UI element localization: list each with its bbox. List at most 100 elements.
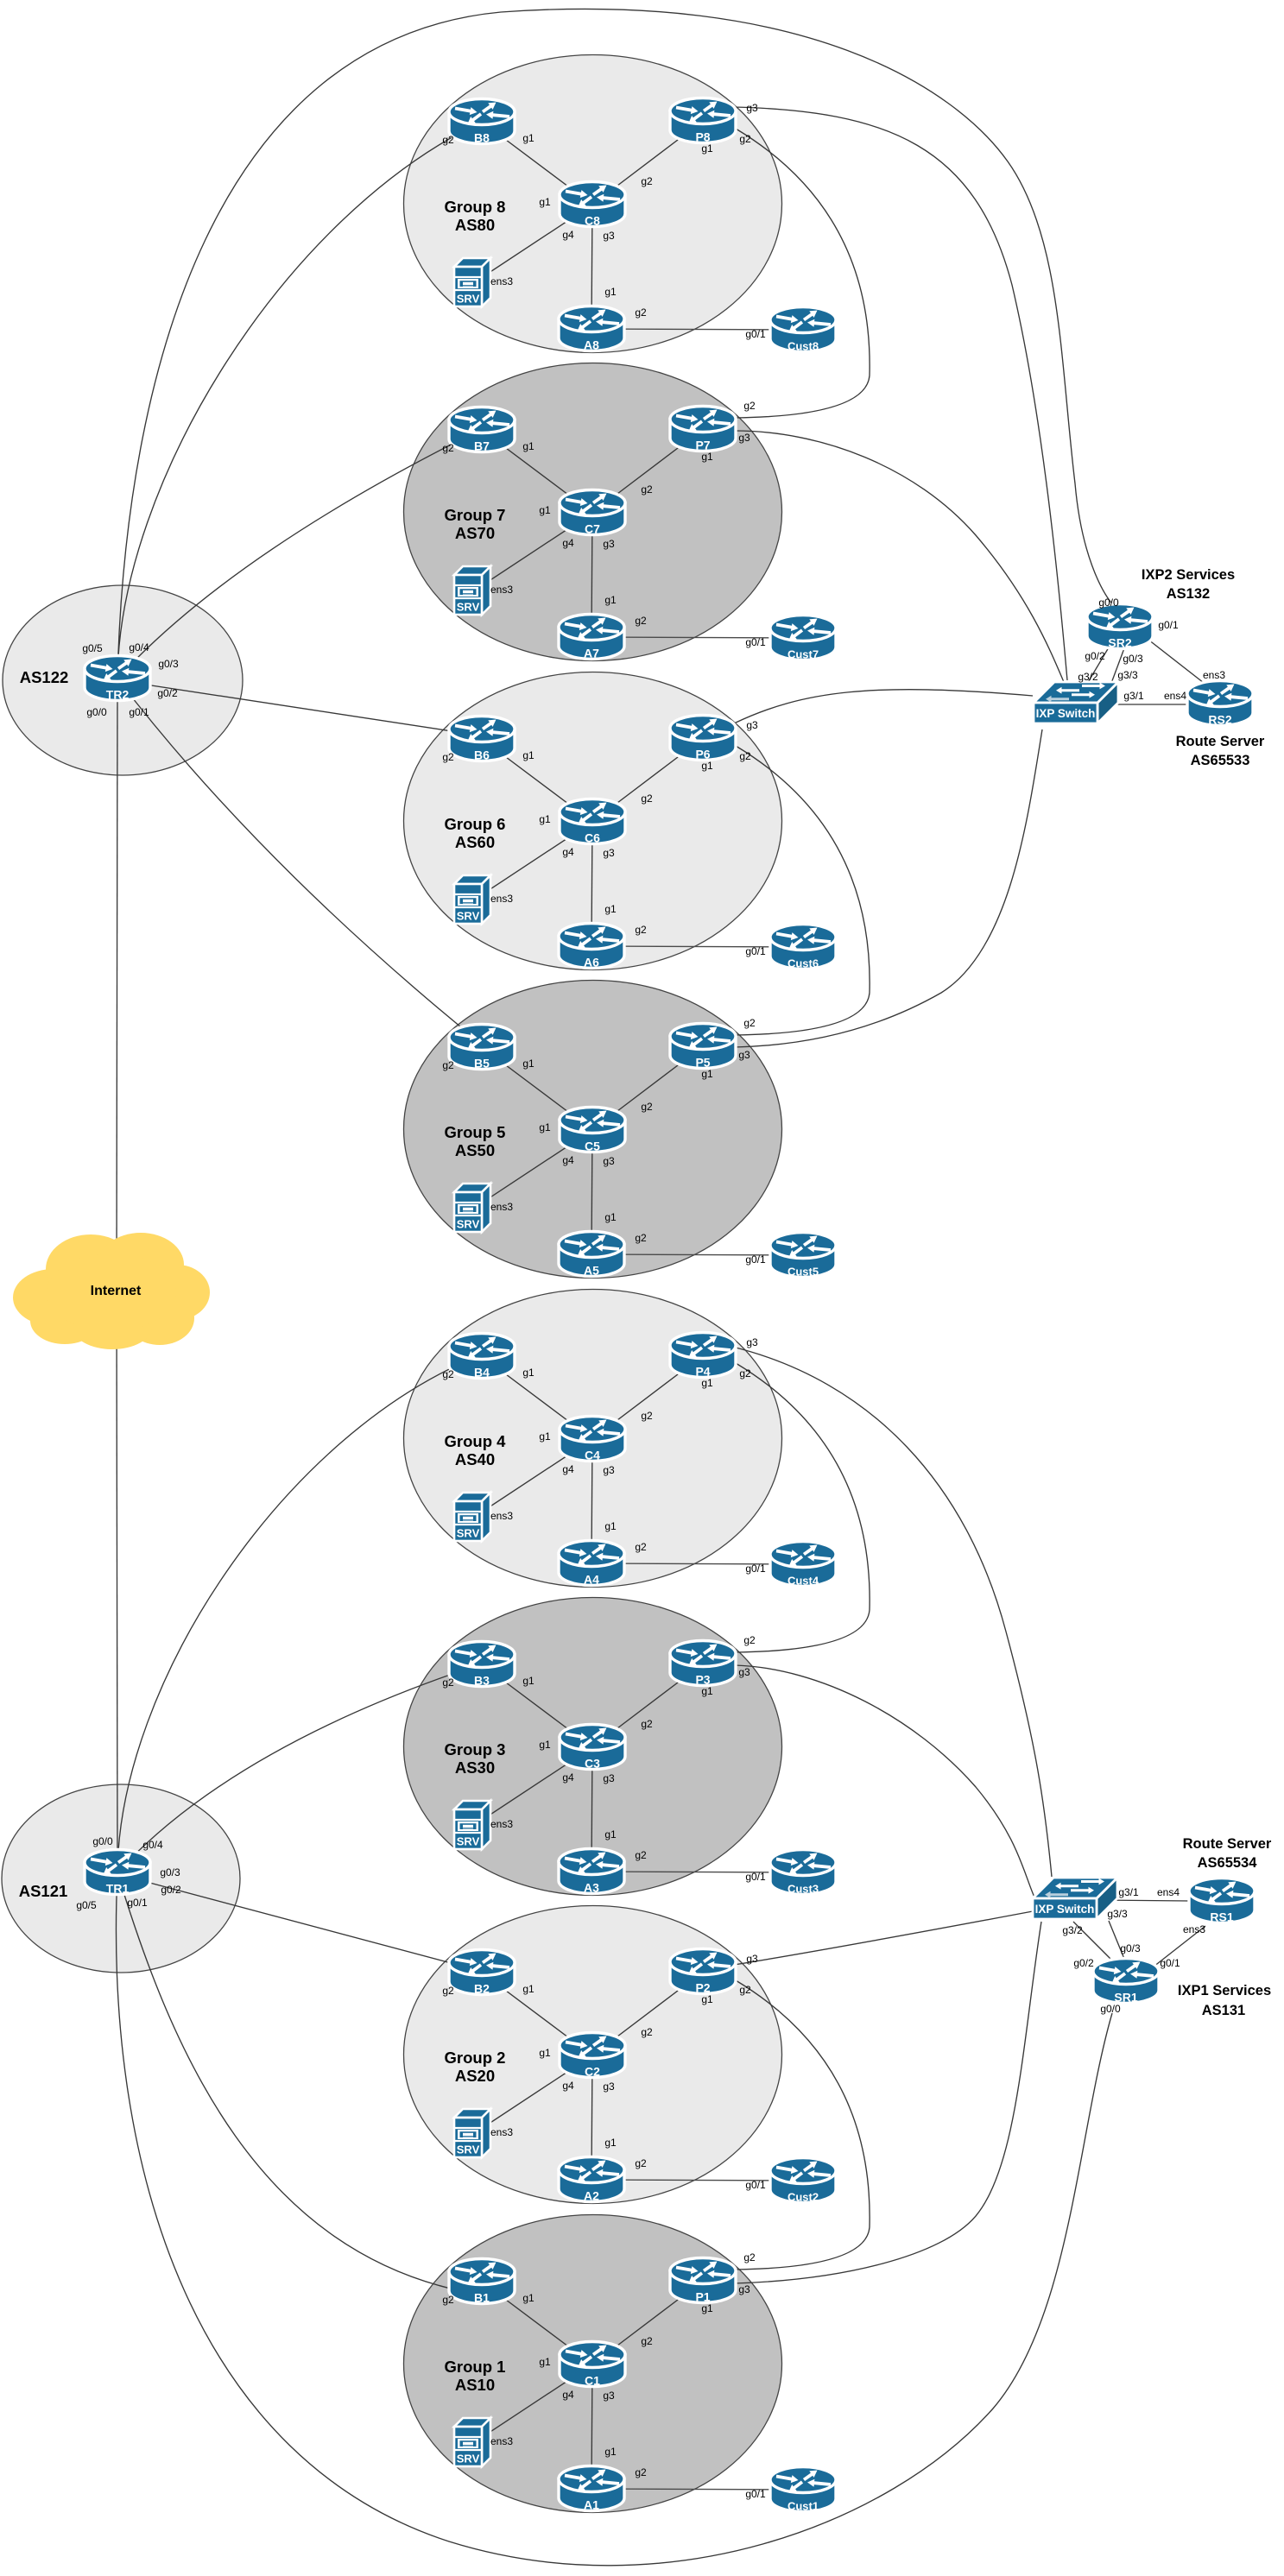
svg-text:g0/2: g0/2 bbox=[1085, 650, 1105, 662]
svg-text:A7: A7 bbox=[584, 647, 599, 660]
svg-text:g3: g3 bbox=[738, 432, 750, 444]
svg-text:g1: g1 bbox=[604, 1520, 617, 1532]
svg-text:g2: g2 bbox=[641, 175, 653, 187]
svg-text:g0/1: g0/1 bbox=[745, 1871, 766, 1883]
svg-text:P8: P8 bbox=[695, 130, 710, 144]
svg-text:g2: g2 bbox=[743, 2251, 756, 2263]
svg-text:g3/3: g3/3 bbox=[1117, 669, 1138, 681]
svg-text:AS60: AS60 bbox=[455, 833, 495, 851]
svg-text:AS131: AS131 bbox=[1202, 2003, 1245, 2018]
svg-text:Cust2: Cust2 bbox=[787, 2191, 819, 2204]
svg-text:g2: g2 bbox=[743, 1017, 756, 1029]
svg-text:SRV: SRV bbox=[457, 1218, 480, 1231]
svg-text:Cust7: Cust7 bbox=[787, 648, 819, 661]
svg-text:g2: g2 bbox=[641, 1101, 653, 1113]
svg-text:g0/2: g0/2 bbox=[1073, 1957, 1094, 1969]
svg-text:SRV: SRV bbox=[457, 910, 480, 923]
svg-text:ens3: ens3 bbox=[490, 2126, 513, 2138]
svg-text:g3: g3 bbox=[603, 1155, 615, 1167]
svg-text:g0/1: g0/1 bbox=[1160, 1957, 1180, 1969]
svg-text:g2: g2 bbox=[442, 134, 454, 146]
svg-text:g2: g2 bbox=[641, 483, 653, 496]
svg-text:g0/1: g0/1 bbox=[745, 636, 766, 648]
svg-text:g1: g1 bbox=[604, 594, 617, 606]
svg-text:g2: g2 bbox=[635, 1232, 647, 1244]
svg-text:g1: g1 bbox=[539, 504, 551, 516]
svg-text:g2: g2 bbox=[641, 1410, 653, 1422]
svg-text:g0/1: g0/1 bbox=[745, 2488, 766, 2500]
svg-text:g1: g1 bbox=[604, 903, 617, 915]
svg-text:SRV: SRV bbox=[457, 293, 480, 306]
svg-text:g2: g2 bbox=[635, 924, 647, 936]
svg-text:g3: g3 bbox=[738, 1666, 750, 1678]
svg-text:g4: g4 bbox=[562, 537, 574, 549]
svg-text:g4: g4 bbox=[562, 846, 574, 858]
svg-text:AS65533: AS65533 bbox=[1191, 753, 1250, 768]
svg-text:g3: g3 bbox=[603, 2080, 615, 2093]
svg-text:g0/1: g0/1 bbox=[745, 1563, 766, 1575]
svg-text:Route Server: Route Server bbox=[1176, 734, 1265, 749]
svg-text:SRV: SRV bbox=[457, 2144, 480, 2156]
svg-text:B1: B1 bbox=[474, 2291, 490, 2305]
svg-text:g1: g1 bbox=[539, 1739, 551, 1751]
svg-text:g1: g1 bbox=[701, 1993, 713, 2005]
svg-text:RS2: RS2 bbox=[1208, 713, 1231, 727]
svg-text:A1: A1 bbox=[584, 2498, 599, 2512]
svg-text:IXP1 Services: IXP1 Services bbox=[1178, 1983, 1271, 1998]
svg-text:g2: g2 bbox=[635, 306, 647, 319]
svg-text:g1: g1 bbox=[539, 196, 551, 208]
svg-text:Group 3: Group 3 bbox=[445, 1740, 506, 1758]
svg-text:A5: A5 bbox=[584, 1264, 599, 1278]
svg-text:g2: g2 bbox=[635, 1541, 647, 1553]
svg-text:g0/5: g0/5 bbox=[82, 642, 103, 654]
svg-text:g2: g2 bbox=[442, 1059, 454, 1071]
svg-text:ens3: ens3 bbox=[490, 1201, 513, 1213]
svg-text:A4: A4 bbox=[584, 1573, 599, 1587]
svg-text:g3: g3 bbox=[746, 719, 758, 731]
svg-text:g1: g1 bbox=[522, 1983, 534, 1995]
svg-text:g0/0: g0/0 bbox=[86, 706, 107, 718]
svg-text:g1: g1 bbox=[539, 813, 551, 825]
svg-text:A3: A3 bbox=[584, 1881, 599, 1895]
svg-text:SR2: SR2 bbox=[1108, 636, 1131, 650]
svg-text:g2: g2 bbox=[442, 442, 454, 454]
svg-text:AS80: AS80 bbox=[455, 216, 495, 234]
svg-text:g1: g1 bbox=[539, 1121, 551, 1133]
svg-text:g3/3: g3/3 bbox=[1107, 1908, 1128, 1920]
svg-text:g2: g2 bbox=[442, 751, 454, 763]
svg-text:Cust4: Cust4 bbox=[787, 1575, 819, 1588]
svg-text:g1: g1 bbox=[522, 132, 534, 144]
svg-text:P1: P1 bbox=[695, 2290, 710, 2304]
svg-text:g0/0: g0/0 bbox=[1100, 2003, 1121, 2015]
svg-text:g1: g1 bbox=[539, 1430, 551, 1443]
svg-text:g2: g2 bbox=[442, 2294, 454, 2306]
svg-text:g0/5: g0/5 bbox=[76, 1899, 97, 1911]
svg-text:B2: B2 bbox=[474, 1982, 490, 1996]
svg-text:g0/4: g0/4 bbox=[142, 1839, 163, 1851]
svg-text:g1: g1 bbox=[604, 2137, 617, 2149]
svg-text:C2: C2 bbox=[585, 2065, 600, 2079]
svg-text:g0/1: g0/1 bbox=[745, 2179, 766, 2191]
svg-text:A8: A8 bbox=[584, 338, 599, 352]
svg-text:RS1: RS1 bbox=[1210, 1910, 1233, 1924]
svg-text:B7: B7 bbox=[474, 439, 490, 453]
svg-text:g3/2: g3/2 bbox=[1078, 671, 1098, 683]
svg-text:g0/2: g0/2 bbox=[157, 687, 178, 699]
svg-text:g2: g2 bbox=[635, 1849, 647, 1861]
svg-text:B5: B5 bbox=[474, 1057, 490, 1070]
svg-text:g0/3: g0/3 bbox=[1120, 1942, 1141, 1954]
svg-text:Group 1: Group 1 bbox=[445, 2358, 506, 2376]
svg-text:g2: g2 bbox=[635, 615, 647, 627]
svg-text:g1: g1 bbox=[701, 1068, 713, 1080]
svg-text:g0/1: g0/1 bbox=[129, 706, 149, 718]
svg-text:AS10: AS10 bbox=[455, 2376, 495, 2394]
svg-text:ens4: ens4 bbox=[1164, 690, 1186, 702]
svg-text:g1: g1 bbox=[522, 749, 534, 761]
svg-text:ens3: ens3 bbox=[490, 2435, 513, 2447]
svg-text:g2: g2 bbox=[641, 2335, 653, 2347]
svg-text:g4: g4 bbox=[562, 1154, 574, 1166]
svg-text:g3: g3 bbox=[603, 1772, 615, 1784]
svg-text:Cust3: Cust3 bbox=[787, 1883, 819, 1896]
svg-text:SRV: SRV bbox=[457, 1835, 480, 1848]
svg-text:g1: g1 bbox=[522, 440, 534, 452]
